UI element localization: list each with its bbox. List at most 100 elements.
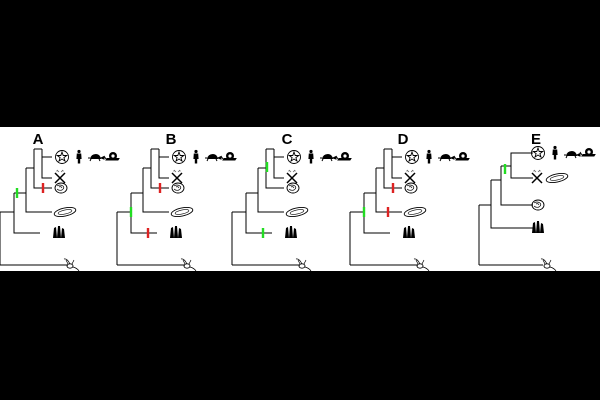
tree-branch [363, 212, 390, 234]
flatworm-inner [174, 209, 190, 215]
sponge-tubes [53, 226, 65, 238]
choano-collar [63, 258, 75, 265]
turtle-shell [566, 151, 577, 156]
snail-foot [103, 155, 120, 161]
star-shape [405, 150, 419, 163]
brain-coral-icon [171, 182, 185, 194]
coral-outline [286, 182, 300, 194]
snail-whorl [587, 150, 591, 154]
tree-branch [391, 149, 402, 158]
flatworm-outline [53, 207, 77, 217]
brain-coral-icon [404, 182, 418, 194]
choano-flagellum [304, 266, 312, 272]
snail-whorl [343, 154, 347, 158]
tree-branch [510, 152, 533, 166]
sponge-icon [403, 226, 415, 238]
choano-flagellum [422, 266, 430, 272]
human-body [552, 149, 558, 160]
choano-collar [295, 258, 307, 265]
turtle-icon [438, 154, 455, 162]
turtle-icon [88, 154, 105, 162]
panel-label: E [531, 131, 541, 148]
coral-folds [533, 201, 542, 208]
tree-branch [150, 168, 169, 189]
tree-branch [142, 193, 169, 213]
human-head [77, 149, 81, 154]
flatworm-outline [403, 207, 427, 217]
tree-branch [257, 193, 284, 213]
tree-branch [375, 193, 402, 213]
choanoflagellate-icon [413, 258, 430, 272]
fly-wings [54, 172, 66, 184]
sponge-icon [532, 221, 544, 233]
choano-flagellum [189, 266, 197, 272]
panel-e: E [478, 131, 596, 272]
choano-body [298, 263, 306, 269]
turtle-limbs [564, 152, 581, 159]
coral-outline [54, 182, 68, 194]
coral-outline [531, 199, 545, 211]
choanoflagellate-icon [540, 258, 557, 272]
sponge-icon [53, 226, 65, 238]
turtle-limbs [320, 155, 337, 162]
snail-foot [335, 155, 352, 161]
snail-foot [579, 151, 596, 157]
turtle-icon [205, 154, 222, 162]
sponge-tubes [170, 226, 182, 238]
flatworm-inner [289, 209, 305, 215]
tree-branch [13, 212, 40, 234]
panel-b: B [116, 131, 237, 272]
flatworm-outline [285, 207, 309, 217]
tree-branch [33, 168, 52, 189]
tree-branch [25, 193, 52, 213]
fly-antennae [56, 169, 64, 173]
fly-wings [171, 172, 183, 184]
sponge-icon [170, 226, 182, 238]
coral-folds [56, 184, 65, 191]
tree-branch [41, 149, 52, 158]
snail-whorl [228, 154, 232, 158]
turtle-limbs [438, 155, 455, 162]
human-head [309, 149, 313, 154]
flatworm-icon [285, 207, 309, 217]
choano-body [66, 263, 74, 269]
human-body [193, 153, 199, 164]
turtle-shell [440, 154, 451, 159]
turtle-icon [564, 151, 581, 159]
star-shape [531, 146, 545, 159]
star-shape [287, 150, 301, 163]
human-body [426, 153, 432, 164]
human-icon [426, 149, 432, 164]
snail-icon [335, 152, 352, 161]
tree-branch [273, 149, 284, 179]
turtle-shell [207, 154, 218, 159]
snail-icon [453, 152, 470, 161]
human-body [76, 153, 82, 164]
sponge-icon [285, 226, 297, 238]
choano-body [543, 263, 551, 269]
flatworm-icon [170, 207, 194, 217]
snail-foot [453, 155, 470, 161]
tree-branch [510, 166, 533, 179]
coral-folds [406, 184, 415, 191]
panel-d: D [349, 131, 470, 272]
choano-flagellum [549, 266, 557, 272]
brain-coral-icon [54, 182, 68, 194]
tree-branch [245, 212, 272, 234]
star-icon [55, 150, 69, 164]
tree-branch [383, 168, 402, 189]
fly-icon [171, 169, 183, 184]
choano-body [183, 263, 191, 269]
star-icon [172, 150, 186, 164]
human-head [553, 145, 557, 150]
star-icon [531, 146, 545, 160]
flatworm-inner [549, 175, 565, 181]
star-shape [172, 150, 186, 163]
choano-collar [413, 258, 425, 265]
tree-branch [500, 180, 533, 206]
coral-folds [288, 184, 297, 191]
fly-icon [286, 169, 298, 184]
star-outline [172, 150, 186, 164]
human-body [308, 153, 314, 164]
flatworm-icon [403, 207, 427, 217]
